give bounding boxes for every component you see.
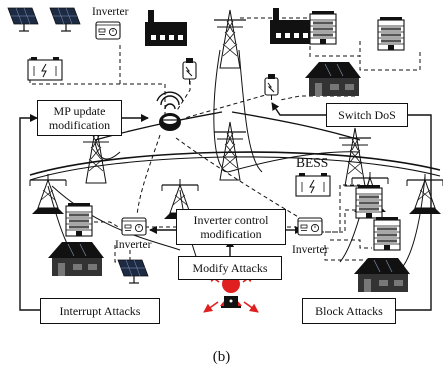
factory-icon bbox=[145, 10, 187, 46]
solar-panel-icon bbox=[49, 7, 81, 32]
inverter-icon bbox=[95, 21, 121, 40]
apartment-building-icon bbox=[65, 202, 93, 237]
apartment-building-icon bbox=[377, 16, 405, 51]
inverter-control-box: Inverter control modification bbox=[176, 209, 286, 245]
apartment-building-icon bbox=[355, 184, 383, 219]
house-icon bbox=[47, 241, 105, 277]
interrupt-attacks-box: Interrupt Attacks bbox=[40, 298, 160, 324]
wifi-icon bbox=[156, 91, 184, 110]
house-icon bbox=[353, 257, 411, 293]
mp-update-box: MP update modification bbox=[37, 100, 122, 136]
apartment-building-icon bbox=[373, 216, 401, 251]
battery-storage-icon bbox=[295, 172, 331, 197]
switch-dos-box: Switch DoS bbox=[326, 103, 408, 127]
inverter-icon bbox=[121, 217, 147, 236]
inverter-icon bbox=[297, 217, 323, 236]
block-attacks-box: Block Attacks bbox=[302, 298, 396, 324]
factory-icon bbox=[270, 8, 312, 44]
modify-attacks-box: Modify Attacks bbox=[178, 256, 282, 280]
inverter-label-top: Inverter bbox=[92, 6, 129, 18]
utility-pole-icon bbox=[406, 173, 443, 215]
inverter-label-right: Inverter bbox=[292, 244, 329, 256]
bess-label: BESS bbox=[296, 155, 329, 170]
battery-storage-icon bbox=[27, 56, 63, 81]
smart-meter-icon bbox=[264, 73, 279, 101]
router-icon bbox=[159, 113, 181, 131]
house-icon bbox=[304, 61, 362, 97]
inverter-label-left: Inverter bbox=[115, 239, 152, 251]
figure-caption: (b) bbox=[212, 349, 231, 365]
smart-meter-icon bbox=[182, 57, 197, 85]
solar-panel-icon bbox=[7, 7, 39, 32]
solar-panel-icon bbox=[117, 259, 149, 284]
apartment-building-icon bbox=[309, 10, 337, 45]
